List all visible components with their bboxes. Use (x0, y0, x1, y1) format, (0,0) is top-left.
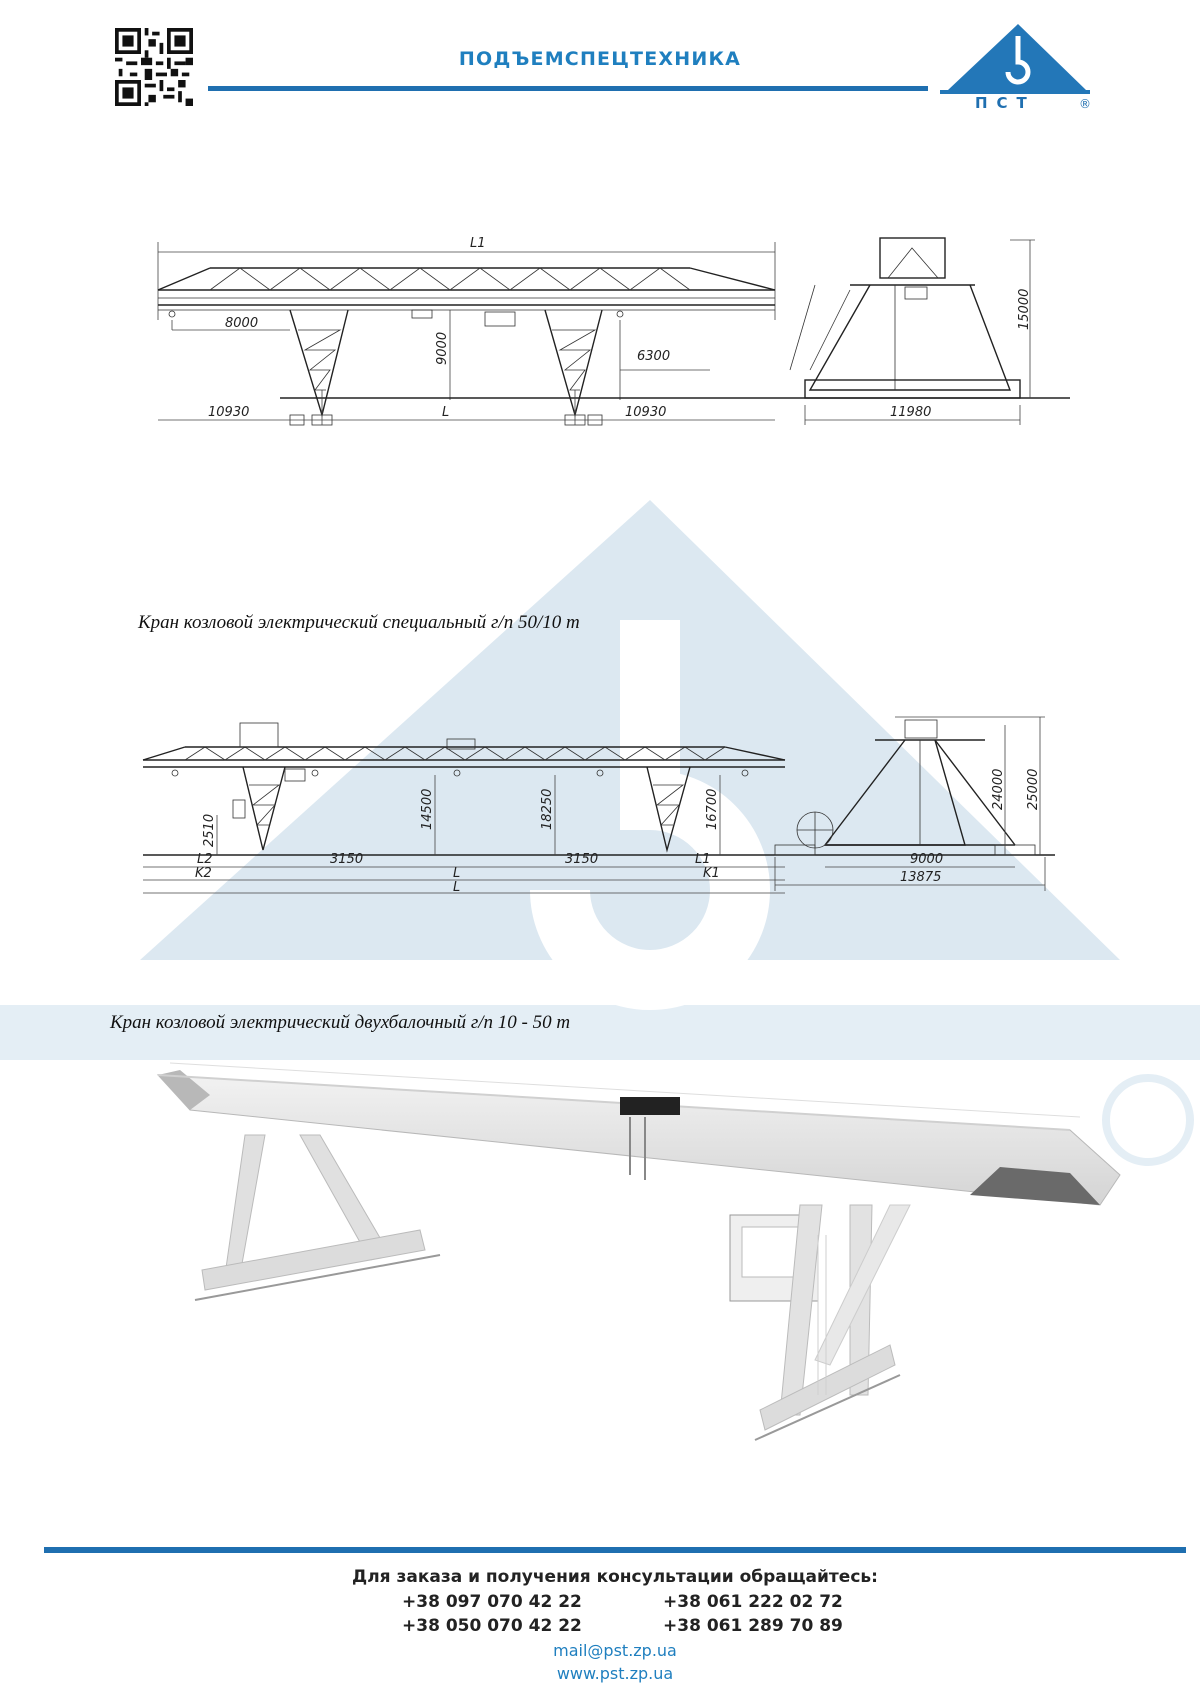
dim-13875: 13875 (900, 870, 941, 885)
phone-number[interactable]: +38 061 289 70 89 (663, 1616, 843, 1636)
left-leg (232, 766, 306, 851)
dim-24000: 24000 (991, 769, 1006, 810)
dim-K1: K1 (703, 866, 720, 881)
crane-side-view (789, 237, 1021, 399)
phone-number[interactable]: +38 061 222 02 72 (663, 1592, 843, 1612)
caption-double-girder-crane: Кран козловой электрический двухбалочный… (110, 1012, 571, 1033)
crane-drawing-special: L1 8000 9000 6300 10930 L (157, 236, 1070, 426)
qr-code (115, 28, 193, 106)
dim-2510: 2510 (202, 814, 217, 847)
email-link[interactable]: mail@pst.zp.ua (553, 1641, 677, 1660)
dim-L1: L1 (470, 236, 486, 251)
crane-side-view (774, 719, 1036, 856)
brand-name: ПОДЪЕМСПЕЦТЕХНИКА (458, 48, 742, 70)
dim-right-cantilever: 10930 (625, 405, 666, 420)
dim-6300: 6300 (637, 349, 670, 364)
contact-heading: Для заказа и получения консультации обра… (352, 1567, 878, 1587)
girder-truss (157, 267, 776, 311)
right-leg (646, 766, 691, 853)
header-divider (208, 86, 928, 91)
dim-15000: 15000 (1017, 289, 1032, 330)
phone-number[interactable]: +38 050 070 42 22 (402, 1616, 582, 1636)
dim-L1: L1 (695, 852, 711, 867)
left-leg (289, 309, 349, 426)
registered-mark: ® (1079, 97, 1091, 111)
dim-11980: 11980 (890, 405, 931, 420)
dim-18250: 18250 (540, 789, 555, 830)
dim-16700: 16700 (705, 789, 720, 830)
dim-3150-left: 3150 (330, 852, 363, 867)
footer-divider (44, 1547, 1186, 1553)
dim-L2: L2 (197, 852, 213, 867)
dim-9000: 9000 (910, 852, 943, 867)
dim-8000: 8000 (225, 316, 258, 331)
dim-25000: 25000 (1026, 769, 1041, 810)
dim-K2: K2 (195, 866, 212, 881)
website-link[interactable]: www.pst.zp.ua (556, 1664, 674, 1683)
caption-special-crane: Кран козловой электрический специальный … (138, 612, 580, 633)
dim-14500: 14500 (420, 789, 435, 830)
dim-left-cantilever: 10930 (208, 405, 249, 420)
crane-3d-render (156, 1062, 1121, 1441)
right-leg (484, 309, 603, 426)
dim-3150-right: 3150 (565, 852, 598, 867)
phone-number[interactable]: +38 097 070 42 22 (402, 1592, 582, 1612)
girder-truss (142, 722, 786, 768)
dim-9000: 9000 (435, 332, 450, 365)
dim-L-inner: L (453, 866, 460, 881)
crane-drawing-double-girder: 2510 14500 18250 16700 L2 K2 3150 L L 31… (142, 716, 1055, 895)
pst-logo-icon (940, 24, 1090, 94)
dim-L-outer: L (453, 880, 460, 895)
dim-span-L: L (442, 405, 449, 420)
logo-text: ПСТ (975, 94, 1036, 112)
